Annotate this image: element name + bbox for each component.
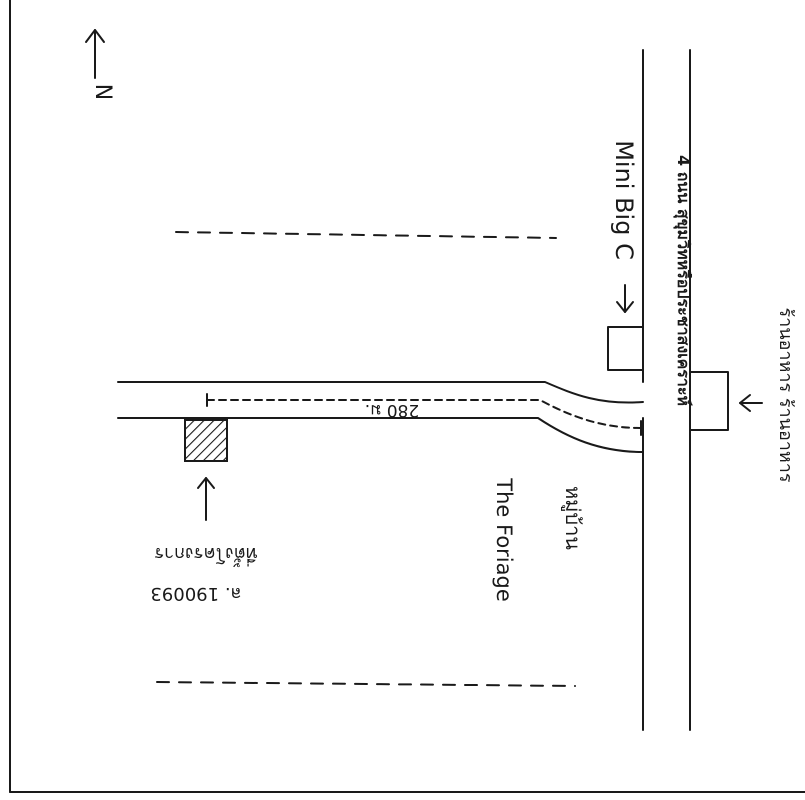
project-site-code: ล. 190093 — [150, 583, 241, 604]
north-arrow: N — [85, 29, 115, 100]
project-site — [184, 419, 228, 462]
mini-big-c-label: Mini Big C — [610, 140, 638, 260]
village-label: หมู่บ้าน — [560, 486, 585, 550]
main-road-name: 4 ถนน สุขุมวิทหรือประชาสงเคราะห์ — [673, 155, 693, 406]
north-label: N — [90, 84, 115, 100]
side-street — [117, 381, 644, 453]
restaurant-arrow — [739, 394, 763, 412]
restaurant-building — [689, 371, 729, 431]
project-site-label: ที่ตั้งโครงการ — [154, 543, 258, 567]
dashed-guide-top — [175, 231, 557, 239]
project-site-arrow — [197, 477, 215, 521]
distance-label: 280 ม. — [365, 400, 419, 420]
dashed-guide-bottom — [156, 681, 576, 687]
village-name-label: The Foriage — [492, 477, 516, 602]
mini-big-c-building — [607, 326, 644, 371]
restaurant-label: ร้านอาหาร ร้านอาหาร — [775, 308, 796, 483]
mini-big-c-arrow — [616, 284, 634, 313]
